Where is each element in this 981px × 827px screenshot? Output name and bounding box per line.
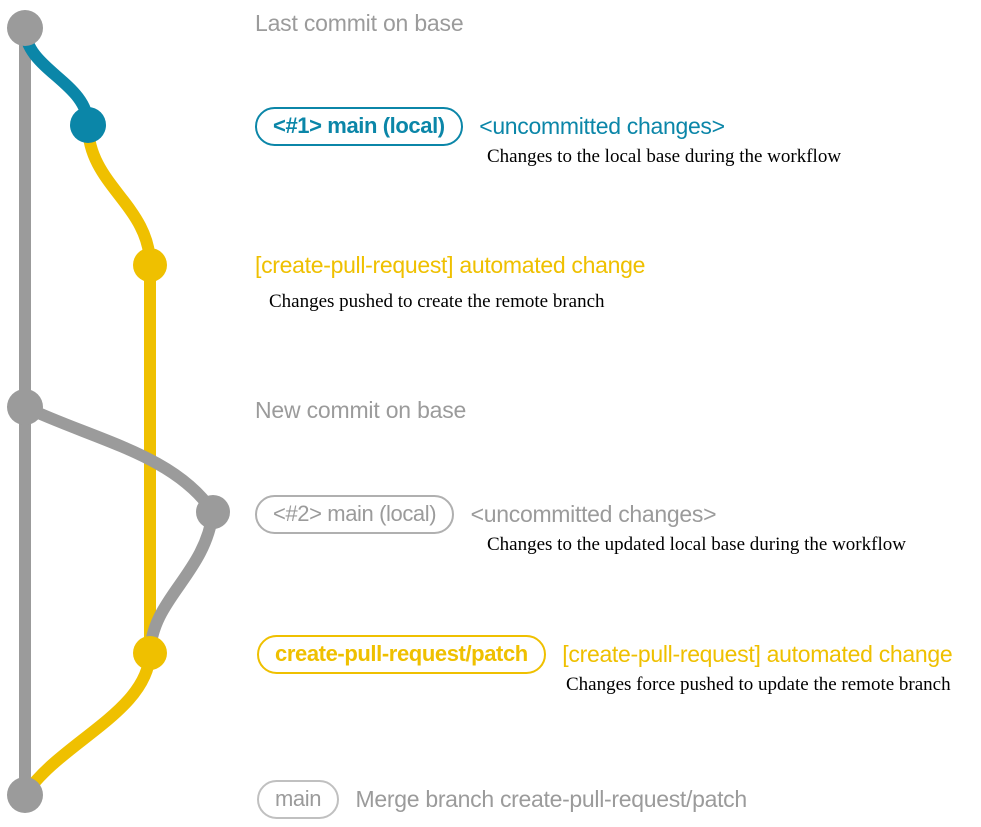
row-local-2: <#2> main (local) <uncommitted changes>	[255, 495, 717, 534]
note-local-1: Changes to the local base during the wor…	[487, 146, 842, 167]
note-local-2: Changes to the updated local base during…	[487, 534, 906, 555]
badge-main[interactable]: main	[257, 780, 340, 819]
row-patch-1: [create-pull-request] automated change	[255, 252, 645, 279]
note-patch-1: Changes pushed to create the remote bran…	[269, 291, 605, 312]
edge-local1-to-patch1	[82, 119, 156, 271]
edge-patch2-to-merge	[19, 647, 156, 801]
commit-node-base-head[interactable]	[7, 10, 43, 46]
edge-local2-to-patch2	[144, 506, 219, 659]
message-uncommitted-changes-2: <uncommitted changes>	[470, 501, 717, 527]
badge-create-pull-request-patch[interactable]: create-pull-request/patch	[257, 635, 546, 674]
message-uncommitted-changes-1: <uncommitted changes>	[479, 113, 725, 139]
row-new-commit: New commit on base	[255, 397, 466, 424]
note-patch-2: Changes force pushed to update the remot…	[566, 674, 951, 695]
commit-node-local-2[interactable]	[196, 495, 230, 529]
row-last-commit: Last commit on base	[255, 10, 464, 37]
badge-main-local-1[interactable]: <#1> main (local)	[255, 107, 463, 146]
commit-node-merge[interactable]	[7, 777, 43, 813]
label-new-commit-on-base: New commit on base	[255, 397, 467, 423]
commit-node-base-new[interactable]	[7, 389, 43, 425]
row-patch-2: create-pull-request/patch [create-pull-r…	[257, 635, 953, 674]
message-merge-branch: Merge branch create-pull-request/patch	[355, 786, 748, 812]
edge-basenew-to-local2	[19, 401, 219, 518]
message-automated-change-1: [create-pull-request] automated change	[255, 252, 646, 278]
row-merge: main Merge branch create-pull-request/pa…	[257, 780, 747, 819]
commit-node-patch-2[interactable]	[133, 636, 167, 670]
row-local-1: <#1> main (local) <uncommitted changes>	[255, 107, 725, 146]
badge-main-local-2[interactable]: <#2> main (local)	[255, 495, 455, 534]
message-automated-change-2: [create-pull-request] automated change	[562, 641, 953, 667]
commit-node-patch-1[interactable]	[133, 248, 167, 282]
label-last-commit-on-base: Last commit on base	[255, 10, 464, 36]
commit-node-local-1[interactable]	[70, 107, 106, 143]
